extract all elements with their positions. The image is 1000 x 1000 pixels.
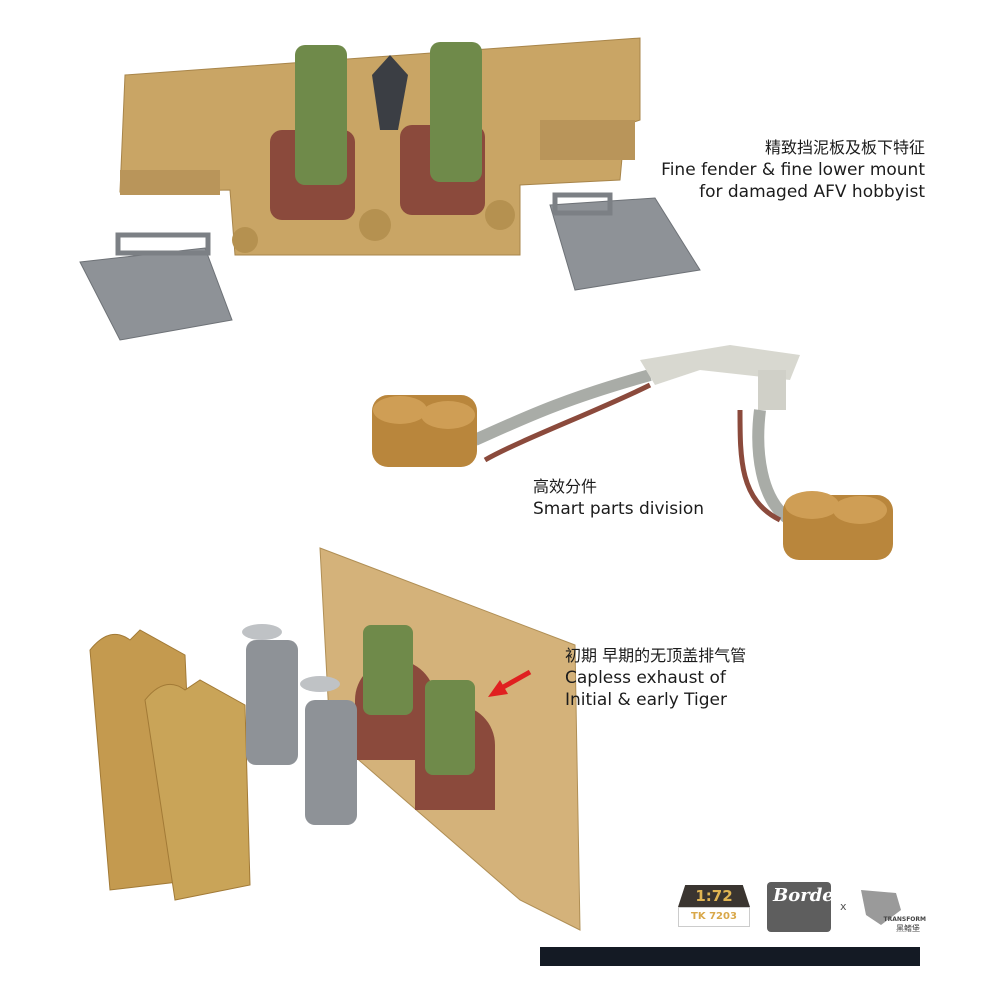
caption-zh: 高效分件 bbox=[533, 477, 598, 496]
scale-label: 1:72 bbox=[678, 885, 750, 907]
partner-name: TRANSFORM bbox=[883, 916, 927, 923]
red-arrow bbox=[488, 669, 532, 697]
caption-fender: 精致挡泥板及板下特征 Fine fender & fine lower moun… bbox=[661, 137, 925, 203]
product-code: TK 7203 bbox=[678, 907, 750, 927]
caption-en-line: for damaged AFV hobbyist bbox=[699, 182, 925, 202]
border-logo: Border bbox=[767, 882, 843, 932]
footer-bar bbox=[540, 947, 920, 966]
fender-right bbox=[549, 192, 701, 291]
caption-zh: 精致挡泥板及板下特征 bbox=[764, 138, 925, 157]
rear-plate-top bbox=[119, 37, 641, 256]
collab-separator: x bbox=[840, 900, 847, 913]
caption-en-line: Smart parts division bbox=[533, 499, 705, 519]
caption-zh: 初期 早期的无顶盖排气管 bbox=[565, 646, 747, 665]
caption-en-line: Capless exhaust of bbox=[565, 668, 726, 688]
partner-name-zh: 黑鳍堡 bbox=[896, 924, 920, 933]
transform-logo: TRANSFORM 黑鳍堡 bbox=[856, 885, 926, 935]
exhaust-covers bbox=[89, 629, 251, 901]
fender-left bbox=[79, 232, 233, 341]
rear-plate-bottom bbox=[319, 547, 581, 931]
grey-exhaust-pipes bbox=[242, 624, 357, 825]
caption-parts: 高效分件 Smart parts division bbox=[533, 476, 704, 520]
scale-badge: 1:72 TK 7203 bbox=[678, 885, 750, 929]
exhaust-assembly bbox=[372, 345, 893, 560]
caption-en-line: Initial & early Tiger bbox=[565, 690, 727, 710]
transform-logo-icon bbox=[861, 890, 901, 925]
caption-en-line: Fine fender & fine lower mount bbox=[661, 160, 925, 180]
caption-exhaust: 初期 早期的无顶盖排气管 Capless exhaust of Initial … bbox=[565, 645, 746, 711]
